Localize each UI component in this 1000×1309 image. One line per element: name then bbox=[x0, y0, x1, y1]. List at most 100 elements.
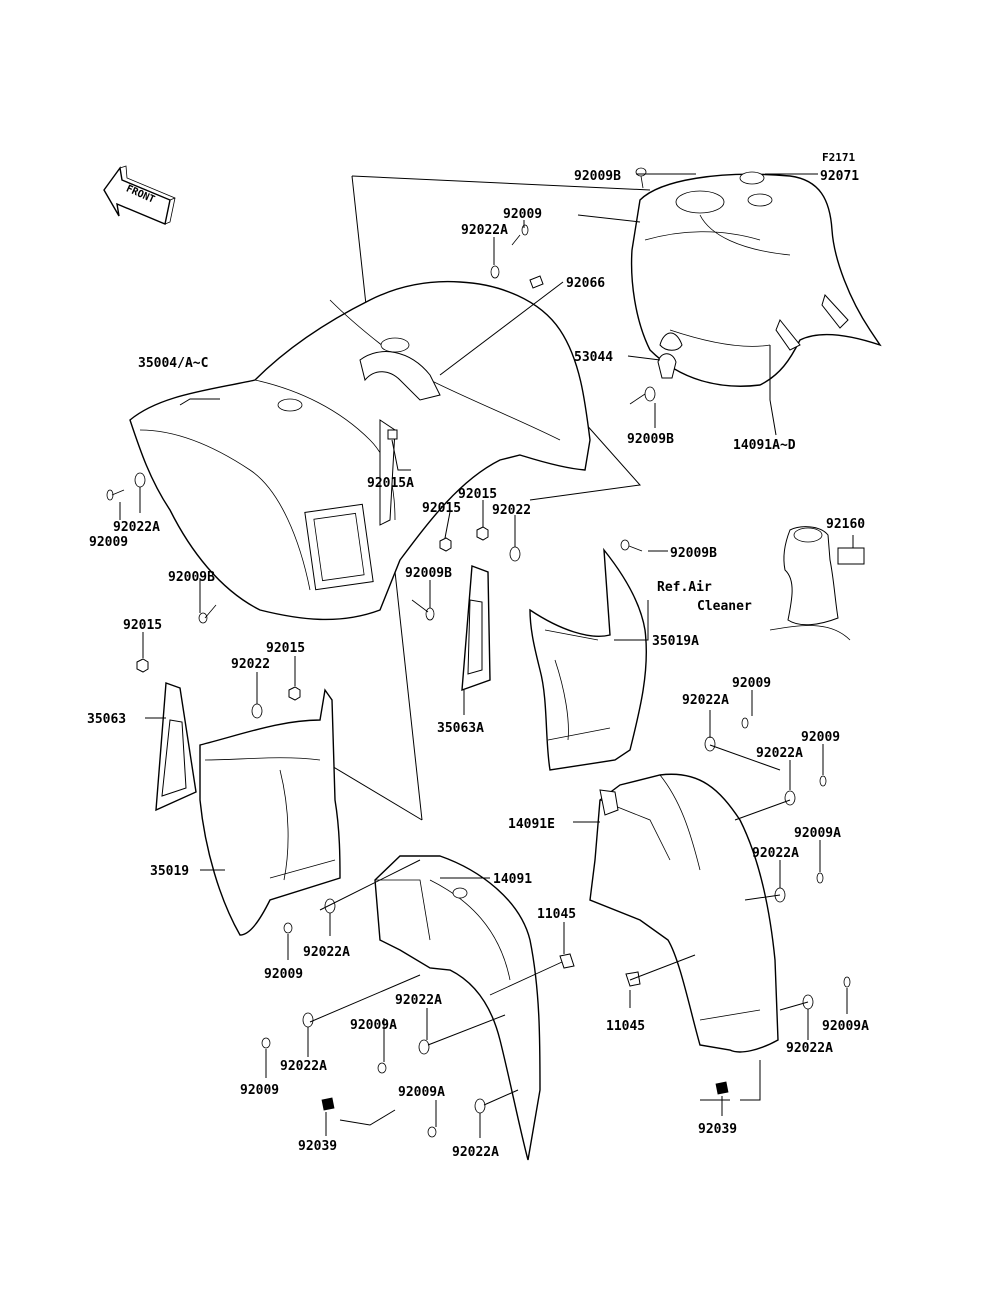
label-92022A-i: 92022A bbox=[280, 1059, 327, 1074]
rear-fender-35004 bbox=[129, 280, 591, 621]
tank-cover-14091A-D bbox=[630, 173, 882, 387]
foam-pad-92160 bbox=[837, 547, 865, 565]
label-92022A-a: 92022A bbox=[461, 223, 508, 238]
label-14091E: 14091E bbox=[508, 817, 555, 832]
ref-note-line2: Cleaner bbox=[697, 599, 752, 614]
label-92009B-e: 92009B bbox=[405, 566, 452, 581]
label-53044: 53044 bbox=[574, 350, 613, 365]
nut-92015-left bbox=[136, 658, 149, 673]
label-35019A: 35019A bbox=[652, 634, 699, 649]
label-92015-b: 92015 bbox=[422, 501, 461, 516]
bolt-92009B-top bbox=[635, 167, 647, 189]
mudguard-35019A bbox=[529, 547, 648, 771]
label-92009-a: 92009 bbox=[503, 207, 542, 222]
guard-14091 bbox=[374, 855, 541, 1161]
label-92066: 92066 bbox=[566, 276, 605, 291]
bolt-92009B-center bbox=[411, 599, 435, 621]
label-92015-a: 92015 bbox=[458, 487, 497, 502]
nut-92015A bbox=[387, 429, 398, 440]
bolt-92009-top bbox=[511, 224, 529, 246]
label-92022A-b: 92022A bbox=[113, 520, 160, 535]
screw-92039-b bbox=[715, 1081, 729, 1095]
air-cleaner-reference bbox=[769, 526, 851, 641]
label-11045-b: 11045 bbox=[606, 1019, 645, 1034]
label-35004: 35004/A~C bbox=[138, 356, 208, 371]
leader-lines bbox=[119, 173, 854, 1138]
label-35063A: 35063A bbox=[437, 721, 484, 736]
pin-11045-a bbox=[489, 953, 575, 996]
bolt-92009B-mid bbox=[629, 386, 656, 405]
label-92039-a: 92039 bbox=[298, 1139, 337, 1154]
washer-92022A-right-a bbox=[704, 736, 716, 752]
label-92015-c: 92015 bbox=[123, 618, 162, 633]
washer-92022A-top bbox=[490, 265, 500, 279]
bolt-92009-lower-b bbox=[261, 1037, 271, 1049]
label-92015-d: 92015 bbox=[266, 641, 305, 656]
bolt-92009A-right-d bbox=[843, 976, 851, 988]
label-92009-f: 92009 bbox=[240, 1083, 279, 1098]
label-92022A-d: 92022A bbox=[756, 746, 803, 761]
label-92022A-f: 92022A bbox=[303, 945, 350, 960]
mudguard-35019 bbox=[199, 688, 341, 936]
bolt-92009A-lower-d bbox=[427, 1126, 437, 1138]
cap-seal-92071 bbox=[739, 171, 765, 185]
ref-note-line1: Ref.Air bbox=[657, 580, 712, 595]
washer-92022A-left bbox=[134, 472, 146, 488]
washer-92022A-lower-b bbox=[302, 1012, 314, 1028]
bolt-92009-left bbox=[106, 489, 125, 501]
label-92009A-c: 92009A bbox=[822, 1019, 869, 1034]
label-92022A-c: 92022A bbox=[682, 693, 729, 708]
bolt-92009-right-b bbox=[819, 775, 827, 787]
label-92022A-h: 92022A bbox=[786, 1041, 833, 1056]
label-92160: 92160 bbox=[826, 517, 865, 532]
clip-53044 bbox=[657, 353, 677, 379]
label-92009A-b: 92009A bbox=[350, 1018, 397, 1033]
washer-92022A-lower-a bbox=[324, 898, 336, 914]
side-plate-35063 bbox=[155, 682, 197, 812]
label-92009-b: 92009 bbox=[89, 535, 128, 550]
label-92009A-d: 92009A bbox=[398, 1085, 445, 1100]
bolt-92009A-right-c bbox=[816, 872, 824, 884]
label-92009A-a: 92009A bbox=[794, 826, 841, 841]
label-92071: 92071 bbox=[820, 169, 859, 184]
side-plate-35063A bbox=[461, 565, 491, 692]
bolt-92009-right-a bbox=[741, 717, 749, 729]
label-92015A: 92015A bbox=[367, 476, 414, 491]
label-35019: 35019 bbox=[150, 864, 189, 879]
diagram-code: F2171 bbox=[822, 151, 855, 164]
nut-92015-center-a bbox=[439, 537, 452, 552]
nut-92015-left-b bbox=[288, 686, 301, 701]
guard-14091E bbox=[589, 773, 779, 1053]
bolt-92009B-left bbox=[198, 604, 217, 624]
label-14091: 14091 bbox=[493, 872, 532, 887]
label-92009-e: 92009 bbox=[264, 967, 303, 982]
clip-92066 bbox=[529, 275, 544, 289]
washer-92022A-lower-c bbox=[418, 1039, 430, 1055]
front-arrow-icon: FRONT bbox=[103, 165, 176, 225]
label-92022A-e: 92022A bbox=[752, 846, 799, 861]
label-92009-d: 92009 bbox=[801, 730, 840, 745]
label-92022-b: 92022 bbox=[231, 657, 270, 672]
bolt-92009B-right bbox=[620, 539, 643, 552]
nut-92015-center-b bbox=[476, 526, 489, 541]
washer-92022-center bbox=[509, 546, 521, 562]
washer-92022A-lower-d bbox=[474, 1098, 486, 1114]
bolt-92009A-lower-c bbox=[377, 1062, 387, 1074]
screw-92039-a bbox=[321, 1097, 335, 1111]
bolt-92009-lower-a bbox=[283, 922, 293, 934]
label-11045-a: 11045 bbox=[537, 907, 576, 922]
washer-92022-left bbox=[251, 703, 263, 719]
part-labels: 92009B 92071 92009 92022A 92066 53044 35… bbox=[87, 169, 869, 1160]
label-92009B-c: 92009B bbox=[670, 546, 717, 561]
label-92009B-mid: 92009B bbox=[627, 432, 674, 447]
label-92009-c: 92009 bbox=[732, 676, 771, 691]
label-14091A-D: 14091A~D bbox=[733, 438, 796, 453]
label-92039-b: 92039 bbox=[698, 1122, 737, 1137]
fender-bracket bbox=[379, 419, 396, 526]
label-35063: 35063 bbox=[87, 712, 126, 727]
label-92009B-top: 92009B bbox=[574, 169, 621, 184]
label-92009B-d: 92009B bbox=[168, 570, 215, 585]
label-92022A-j: 92022A bbox=[452, 1145, 499, 1160]
